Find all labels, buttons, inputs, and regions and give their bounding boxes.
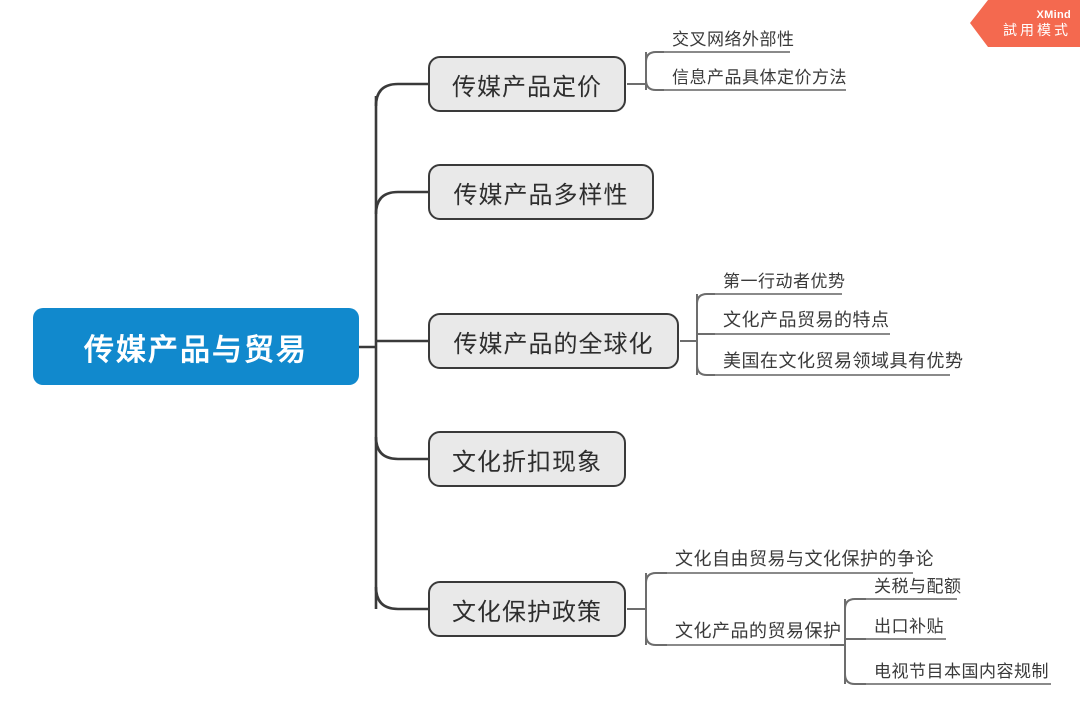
leaf-node-b5-c2-g1[interactable]: 关税与配额 (866, 570, 961, 600)
connector-b3-child-1 (696, 293, 842, 305)
trial-mode-watermark: XMind 試用模式 (970, 0, 1080, 47)
branch-node-2[interactable]: 传媒产品多样性 (428, 164, 654, 220)
connector-branch-4 (374, 436, 428, 461)
leaf-node-b5-c2[interactable]: 文化产品的贸易保护 (667, 616, 841, 646)
connector-branch-2 (374, 190, 428, 215)
branch-node-5[interactable]: 文化保护政策 (428, 581, 626, 637)
root-node[interactable]: 传媒产品与贸易 (33, 308, 359, 385)
leaf-node-b5-c2-g2[interactable]: 出口补贴 (866, 610, 946, 640)
leaf-node-b3-c1[interactable]: 第一行动者优势 (715, 265, 845, 295)
connector-b5c2-child-1 (844, 598, 957, 610)
branch-node-4[interactable]: 文化折扣现象 (428, 431, 626, 487)
connector-branch-1 (374, 82, 428, 107)
watermark-trial-label: 試用模式 (1003, 21, 1071, 38)
leaf-node-b5-c1[interactable]: 文化自由贸易与文化保护的争论 (667, 544, 934, 574)
leaf-node-b1-c1[interactable]: 交叉网络外部性 (664, 23, 794, 53)
leaf-node-b3-c3[interactable]: 美国在文化贸易领域具有优势 (715, 346, 963, 376)
leaf-node-b1-c2[interactable]: 信息产品具体定价方法 (664, 61, 847, 91)
branch-node-1[interactable]: 传媒产品定价 (428, 56, 626, 112)
branch-node-3[interactable]: 传媒产品的全球化 (428, 313, 679, 369)
watermark-brand-label: XMind (1036, 8, 1071, 21)
connector-branch-5 (374, 586, 428, 611)
leaf-node-b3-c2[interactable]: 文化产品贸易的特点 (715, 305, 890, 335)
leaf-node-b5-c2-g3[interactable]: 电视节目本国内容规制 (866, 655, 1051, 685)
